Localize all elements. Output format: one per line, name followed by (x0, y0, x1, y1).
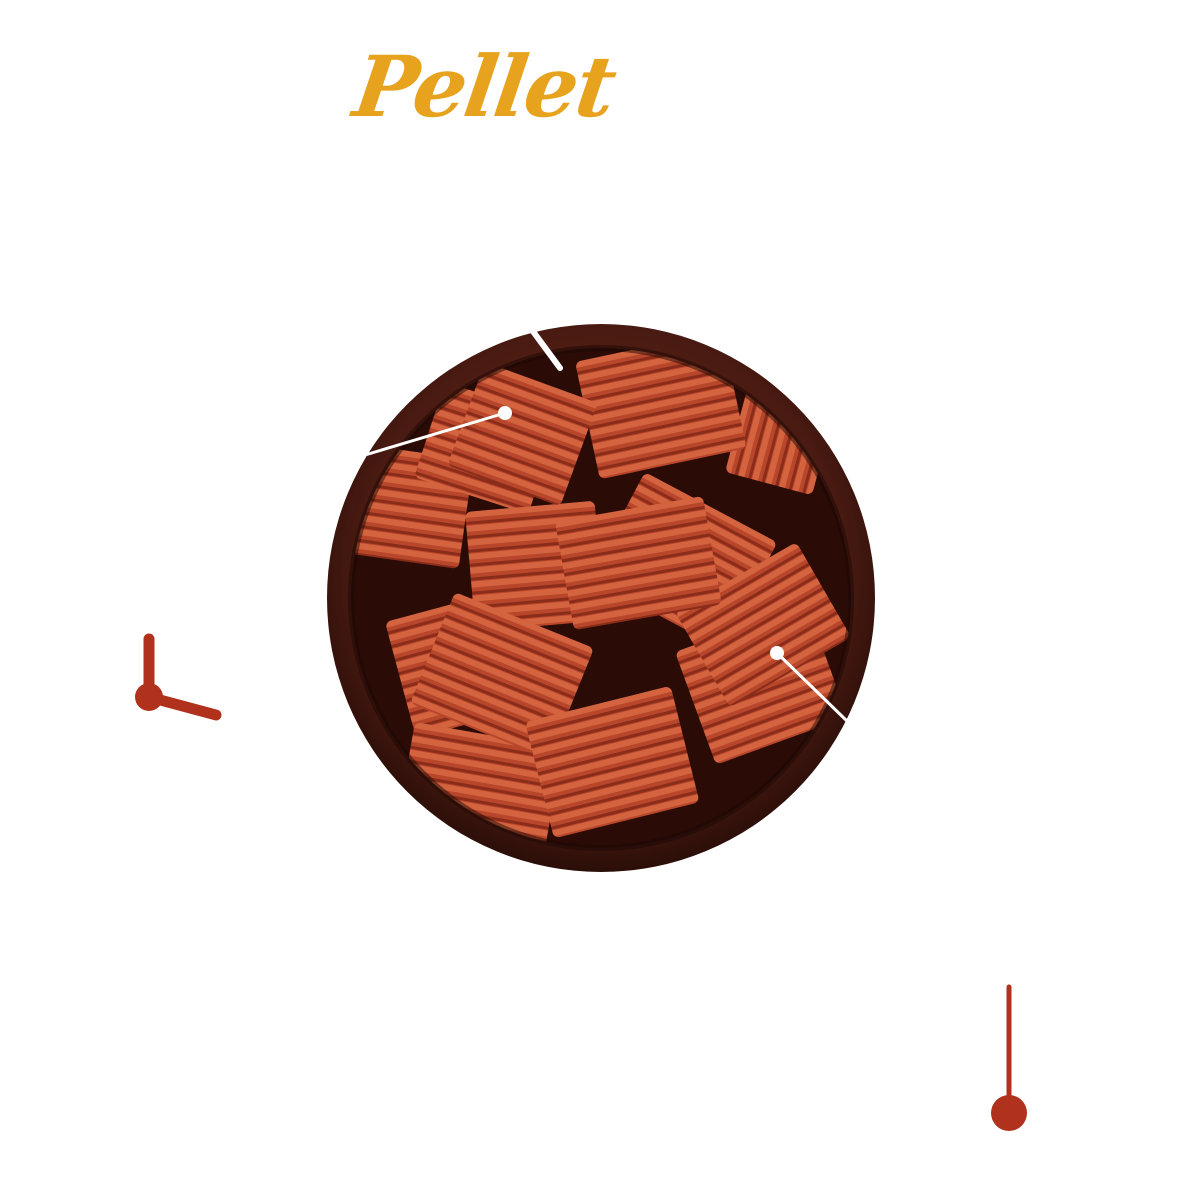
marker-dot (135, 683, 163, 711)
l-shaped-marker-icon (135, 633, 222, 721)
bowl-of-pellets-image (327, 324, 875, 872)
pin-marker-icon (991, 984, 1027, 1131)
pin-dot (991, 1095, 1027, 1131)
